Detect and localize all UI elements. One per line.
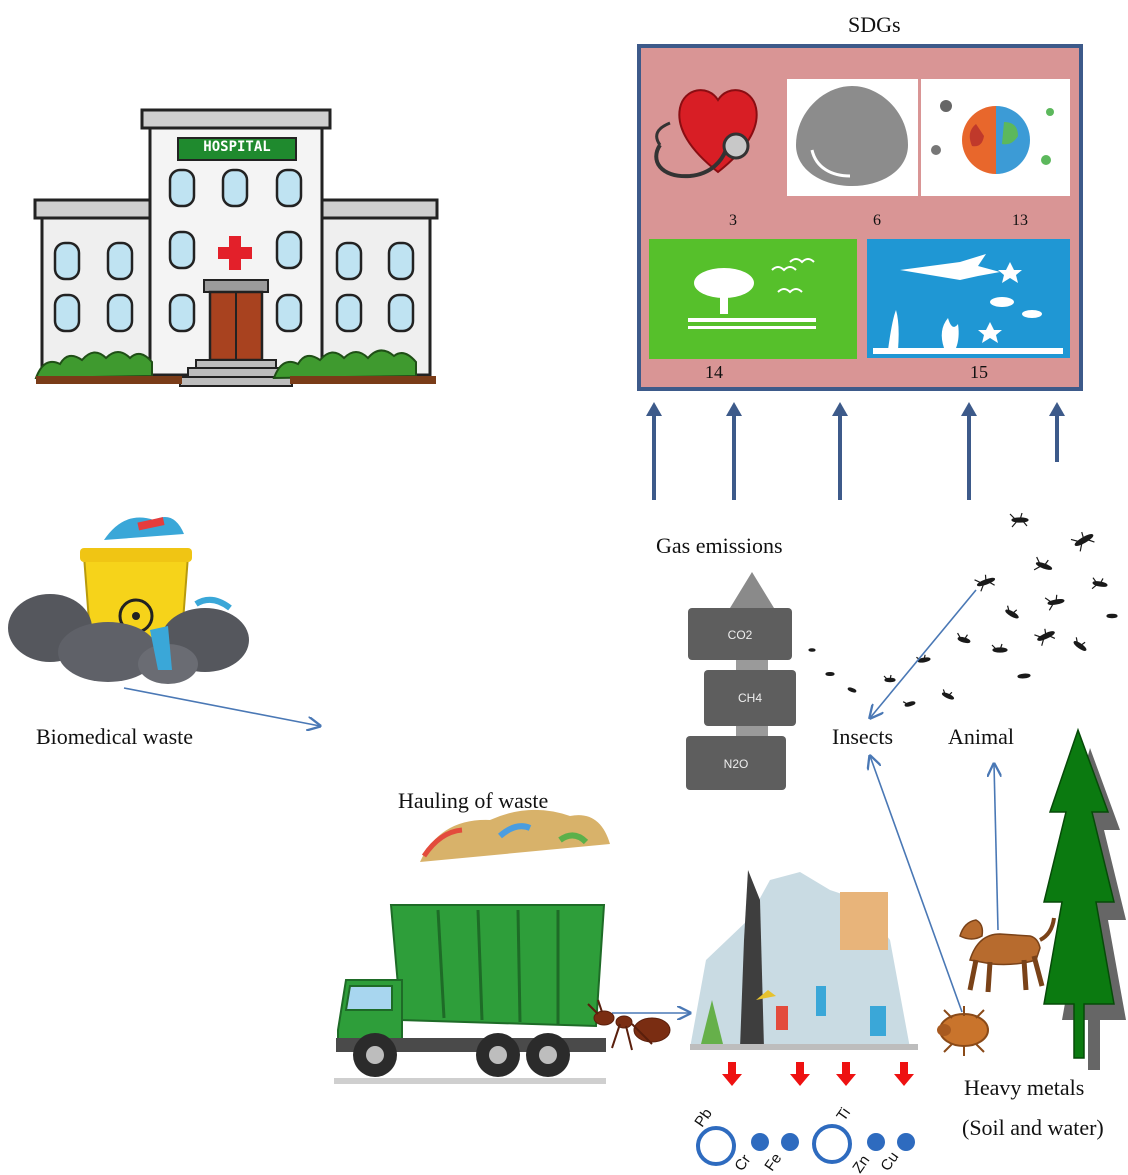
landfill-illustration xyxy=(690,870,918,1050)
sdg-goal-14: 14 xyxy=(705,362,723,382)
sdg-panel xyxy=(637,44,1083,391)
biomedical-waste-label: Biomedical waste xyxy=(36,724,194,749)
bedbug-icon xyxy=(937,1006,989,1056)
sdg-goal-6: 6 xyxy=(873,212,881,229)
gas-label-co2: CO2 xyxy=(728,628,753,642)
flow-arrow-bedbug-to-insects xyxy=(870,756,963,1013)
sdg-goal-15: 15 xyxy=(970,362,988,382)
metal-cu: Cu xyxy=(877,1149,902,1174)
water-drop-icon xyxy=(796,86,908,186)
dog-icon xyxy=(959,917,1056,993)
tree-birds-icon xyxy=(688,258,816,329)
metal-zn: Zn xyxy=(849,1152,873,1175)
hauling-label: Hauling of waste xyxy=(398,788,549,813)
metal-ti: Ti xyxy=(833,1105,854,1125)
sdg-goal-13: 13 xyxy=(1012,212,1028,229)
flow-arrow-swarm-to-insects xyxy=(870,589,977,718)
flow-arrow-waste-to-truck xyxy=(123,687,320,726)
gas-label-n2o: N2O xyxy=(724,757,749,771)
soil-water-label: (Soil and water) xyxy=(962,1115,1104,1140)
hospital-illustration xyxy=(33,108,439,387)
heavy-metals-label: Heavy metals xyxy=(964,1075,1085,1100)
hospital-sign: HOSPITAL xyxy=(203,139,271,155)
impact-arrows xyxy=(646,402,1065,500)
earth-climate-icon xyxy=(931,100,1054,174)
sdg14-tile xyxy=(649,239,857,359)
leaching-arrows xyxy=(722,1062,914,1086)
tree-icon xyxy=(1043,727,1126,1070)
insects-label: Insects xyxy=(832,724,894,749)
flow-arrow-dog-to-animal xyxy=(994,764,998,931)
ant-icon xyxy=(587,999,671,1051)
animal-label: Animal xyxy=(948,724,1014,749)
biomedical-waste-illustration xyxy=(8,517,249,684)
heart-stethoscope-icon xyxy=(654,89,758,179)
gas-emissions-label: Gas emissions xyxy=(656,533,783,558)
sdg-goal-3: 3 xyxy=(729,212,737,229)
sdg-panel-title: SDGs xyxy=(848,12,901,37)
sdg15-tile xyxy=(867,239,1070,358)
gas-stack xyxy=(686,572,796,790)
garbage-truck-illustration xyxy=(334,809,610,1084)
gas-label-ch4: CH4 xyxy=(738,691,762,705)
metal-ions xyxy=(696,1124,915,1166)
marine-life-icon xyxy=(873,254,1063,354)
metal-cr: Cr xyxy=(731,1152,754,1175)
mosquito-swarm-icon xyxy=(808,512,1118,707)
metal-fe: Fe xyxy=(761,1150,785,1174)
